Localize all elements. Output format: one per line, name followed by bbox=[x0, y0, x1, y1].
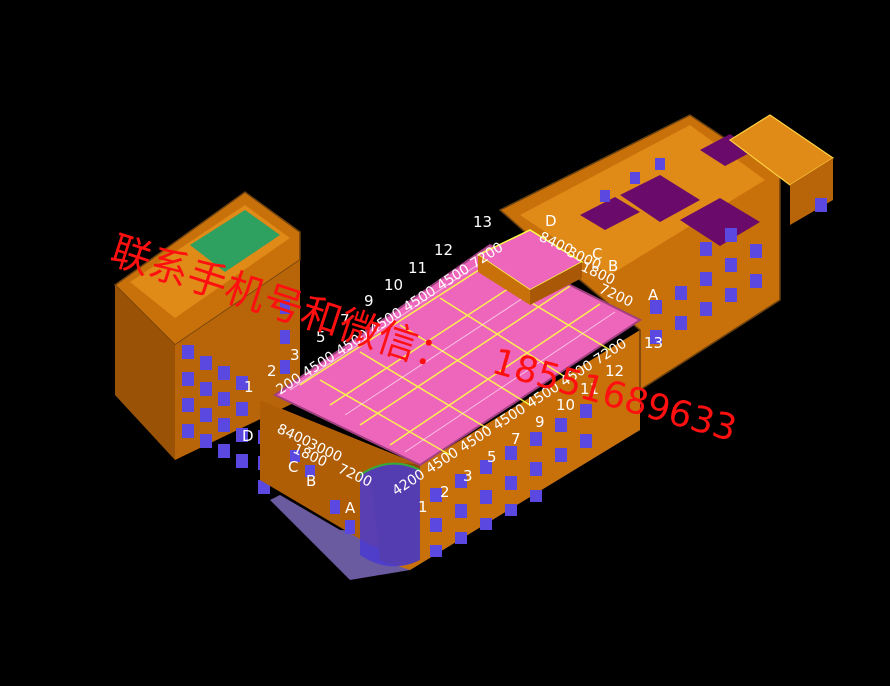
axis-label: 5 bbox=[487, 448, 497, 466]
axis-label: 7 bbox=[340, 311, 350, 329]
axis-letter: B bbox=[306, 472, 316, 490]
axis-letter: A bbox=[648, 286, 659, 304]
axis-labels-far: 1 2 3 5 7 9 10 11 12 13 bbox=[244, 213, 492, 396]
axis-label: 2 bbox=[267, 362, 277, 380]
axis-label: 5 bbox=[316, 328, 326, 346]
axis-label: 11 bbox=[408, 259, 427, 277]
axis-label: 11 bbox=[580, 380, 599, 398]
axis-letter: B bbox=[608, 257, 618, 275]
central-roof bbox=[273, 229, 642, 467]
axis-label: 9 bbox=[364, 292, 374, 310]
axis-labels-near: 1 2 3 5 7 9 10 11 12 13 bbox=[418, 334, 663, 516]
left-wing bbox=[113, 191, 301, 494]
axis-letter: A bbox=[345, 499, 356, 517]
axis-letters: A B C D A B C D bbox=[242, 212, 659, 517]
right-wing bbox=[498, 114, 835, 392]
axis-label: 10 bbox=[384, 276, 403, 294]
axis-label: 13 bbox=[473, 213, 492, 231]
axis-label: 10 bbox=[556, 396, 575, 414]
axis-label: 12 bbox=[605, 362, 624, 380]
axis-label: 1 bbox=[418, 498, 428, 516]
right-wing-windows bbox=[600, 158, 762, 344]
axis-letter: D bbox=[545, 212, 557, 230]
axis-label: 7 bbox=[511, 430, 521, 448]
axis-letter: C bbox=[288, 458, 298, 476]
central-windows bbox=[290, 404, 592, 557]
axis-letter: C bbox=[592, 245, 602, 263]
axis-label: 13 bbox=[644, 334, 663, 352]
axis-label: 1 bbox=[244, 378, 254, 396]
axis-label: 9 bbox=[535, 413, 545, 431]
corner-cylinder bbox=[359, 462, 421, 567]
axis-label: 3 bbox=[290, 346, 300, 364]
axis-label: 2 bbox=[440, 483, 450, 501]
axis-letter: D bbox=[242, 427, 254, 445]
axis-label: 12 bbox=[434, 241, 453, 259]
axis-label: 3 bbox=[463, 467, 473, 485]
